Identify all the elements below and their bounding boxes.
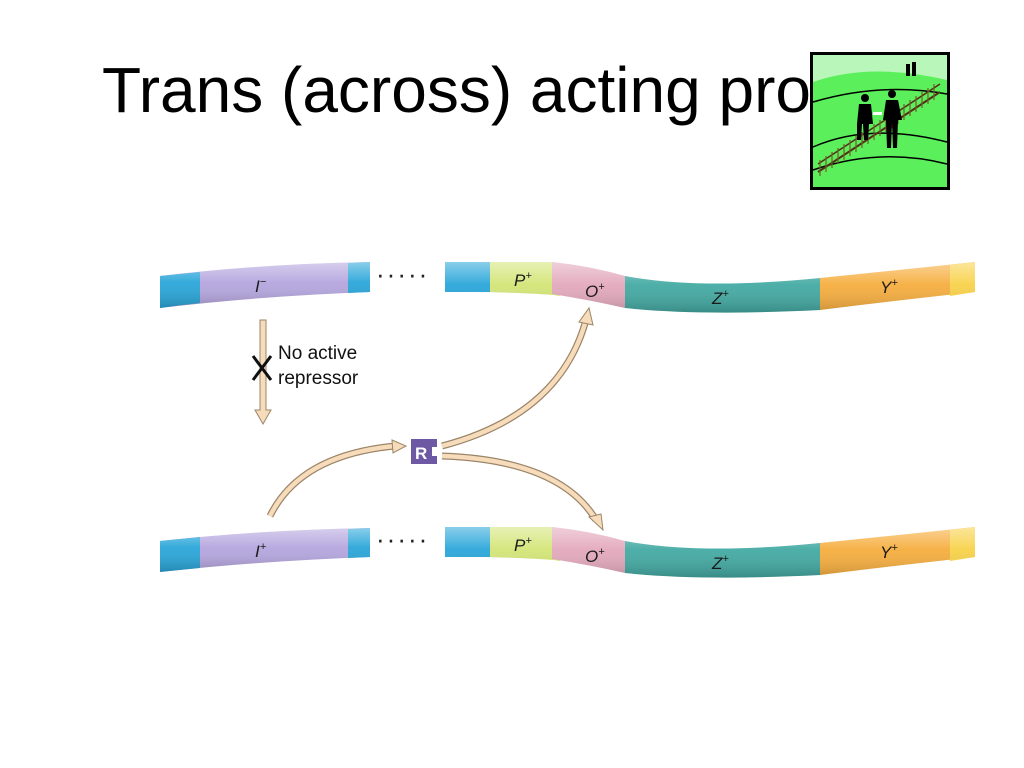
repressor-arrows [266,306,604,532]
bottom-i-gene-label: I+ [255,541,267,561]
repressor-label: R [415,444,427,463]
top-i-gene-label: I− [255,276,267,296]
no-repressor-note-line1: No active [278,343,357,364]
top-chromosome: I− ····· P+ O+ Z+ Y+ [160,259,975,313]
bottom-operon: P+ O+ Z+ Y+ [445,527,975,578]
bottom-i-gene-segment: I+ [160,528,370,572]
blocked-x-icon [251,355,273,381]
no-repressor-arrow: No active repressor [251,319,359,426]
top-y-label: Y+ [880,277,898,297]
bottom-dna-gap-dots: ····· [376,524,429,554]
bottom-y-label: Y+ [880,542,898,562]
top-p-label: P+ [514,270,532,290]
bottom-o-label: O+ [585,546,605,566]
bottom-p-label: P+ [514,535,532,555]
people-meeting-field-icon [810,52,950,190]
top-z-label: Z+ [711,288,729,308]
bottom-chromosome: I+ ····· P+ O+ Z+ Y+ [160,524,975,578]
top-dna-gap-dots: ····· [376,259,429,289]
slide-title: Trans (across) acting pro [102,54,811,126]
top-o-label: O+ [585,281,605,301]
top-operon: P+ O+ Z+ Y+ [445,262,975,313]
arrow-head-to-top-operator [578,306,594,326]
repressor-protein: R [411,439,438,464]
arrow-head-to-bottom-operator [587,513,604,532]
bottom-z-label: Z+ [711,553,729,573]
no-repressor-note-line2: repressor [278,368,359,389]
arrow-head-to-repressor [391,439,408,454]
top-i-gene-segment: I− [160,262,370,308]
